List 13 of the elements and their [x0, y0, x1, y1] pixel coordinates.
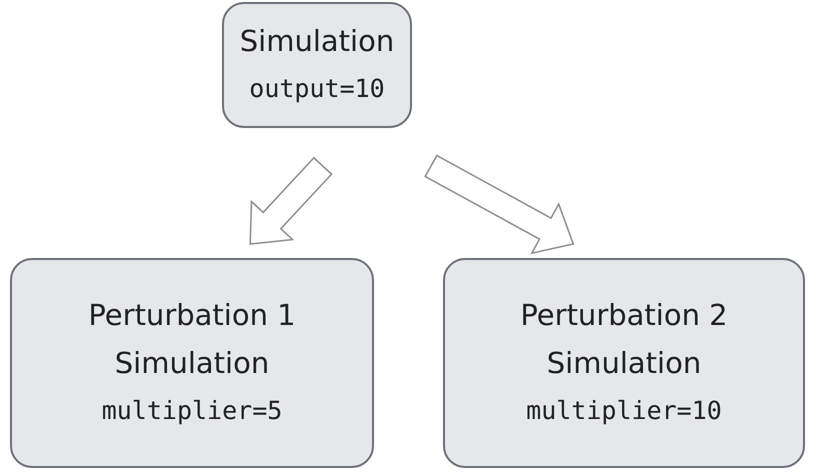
parameter-text: output=10 [249, 73, 385, 105]
box-title: Simulation [114, 345, 270, 382]
block-arrow [424, 154, 574, 254]
parameter-text: multiplier=10 [526, 395, 722, 427]
box-title: Simulation [240, 23, 394, 60]
parameter-text: multiplier=5 [102, 395, 282, 427]
process-box [10, 258, 374, 468]
process-box [222, 2, 412, 128]
box-title: Perturbation 2 [520, 297, 728, 334]
process-box [443, 258, 805, 468]
box-title: Simulation [546, 345, 702, 382]
block-arrow [249, 156, 333, 245]
box-title: Perturbation 1 [88, 297, 296, 334]
